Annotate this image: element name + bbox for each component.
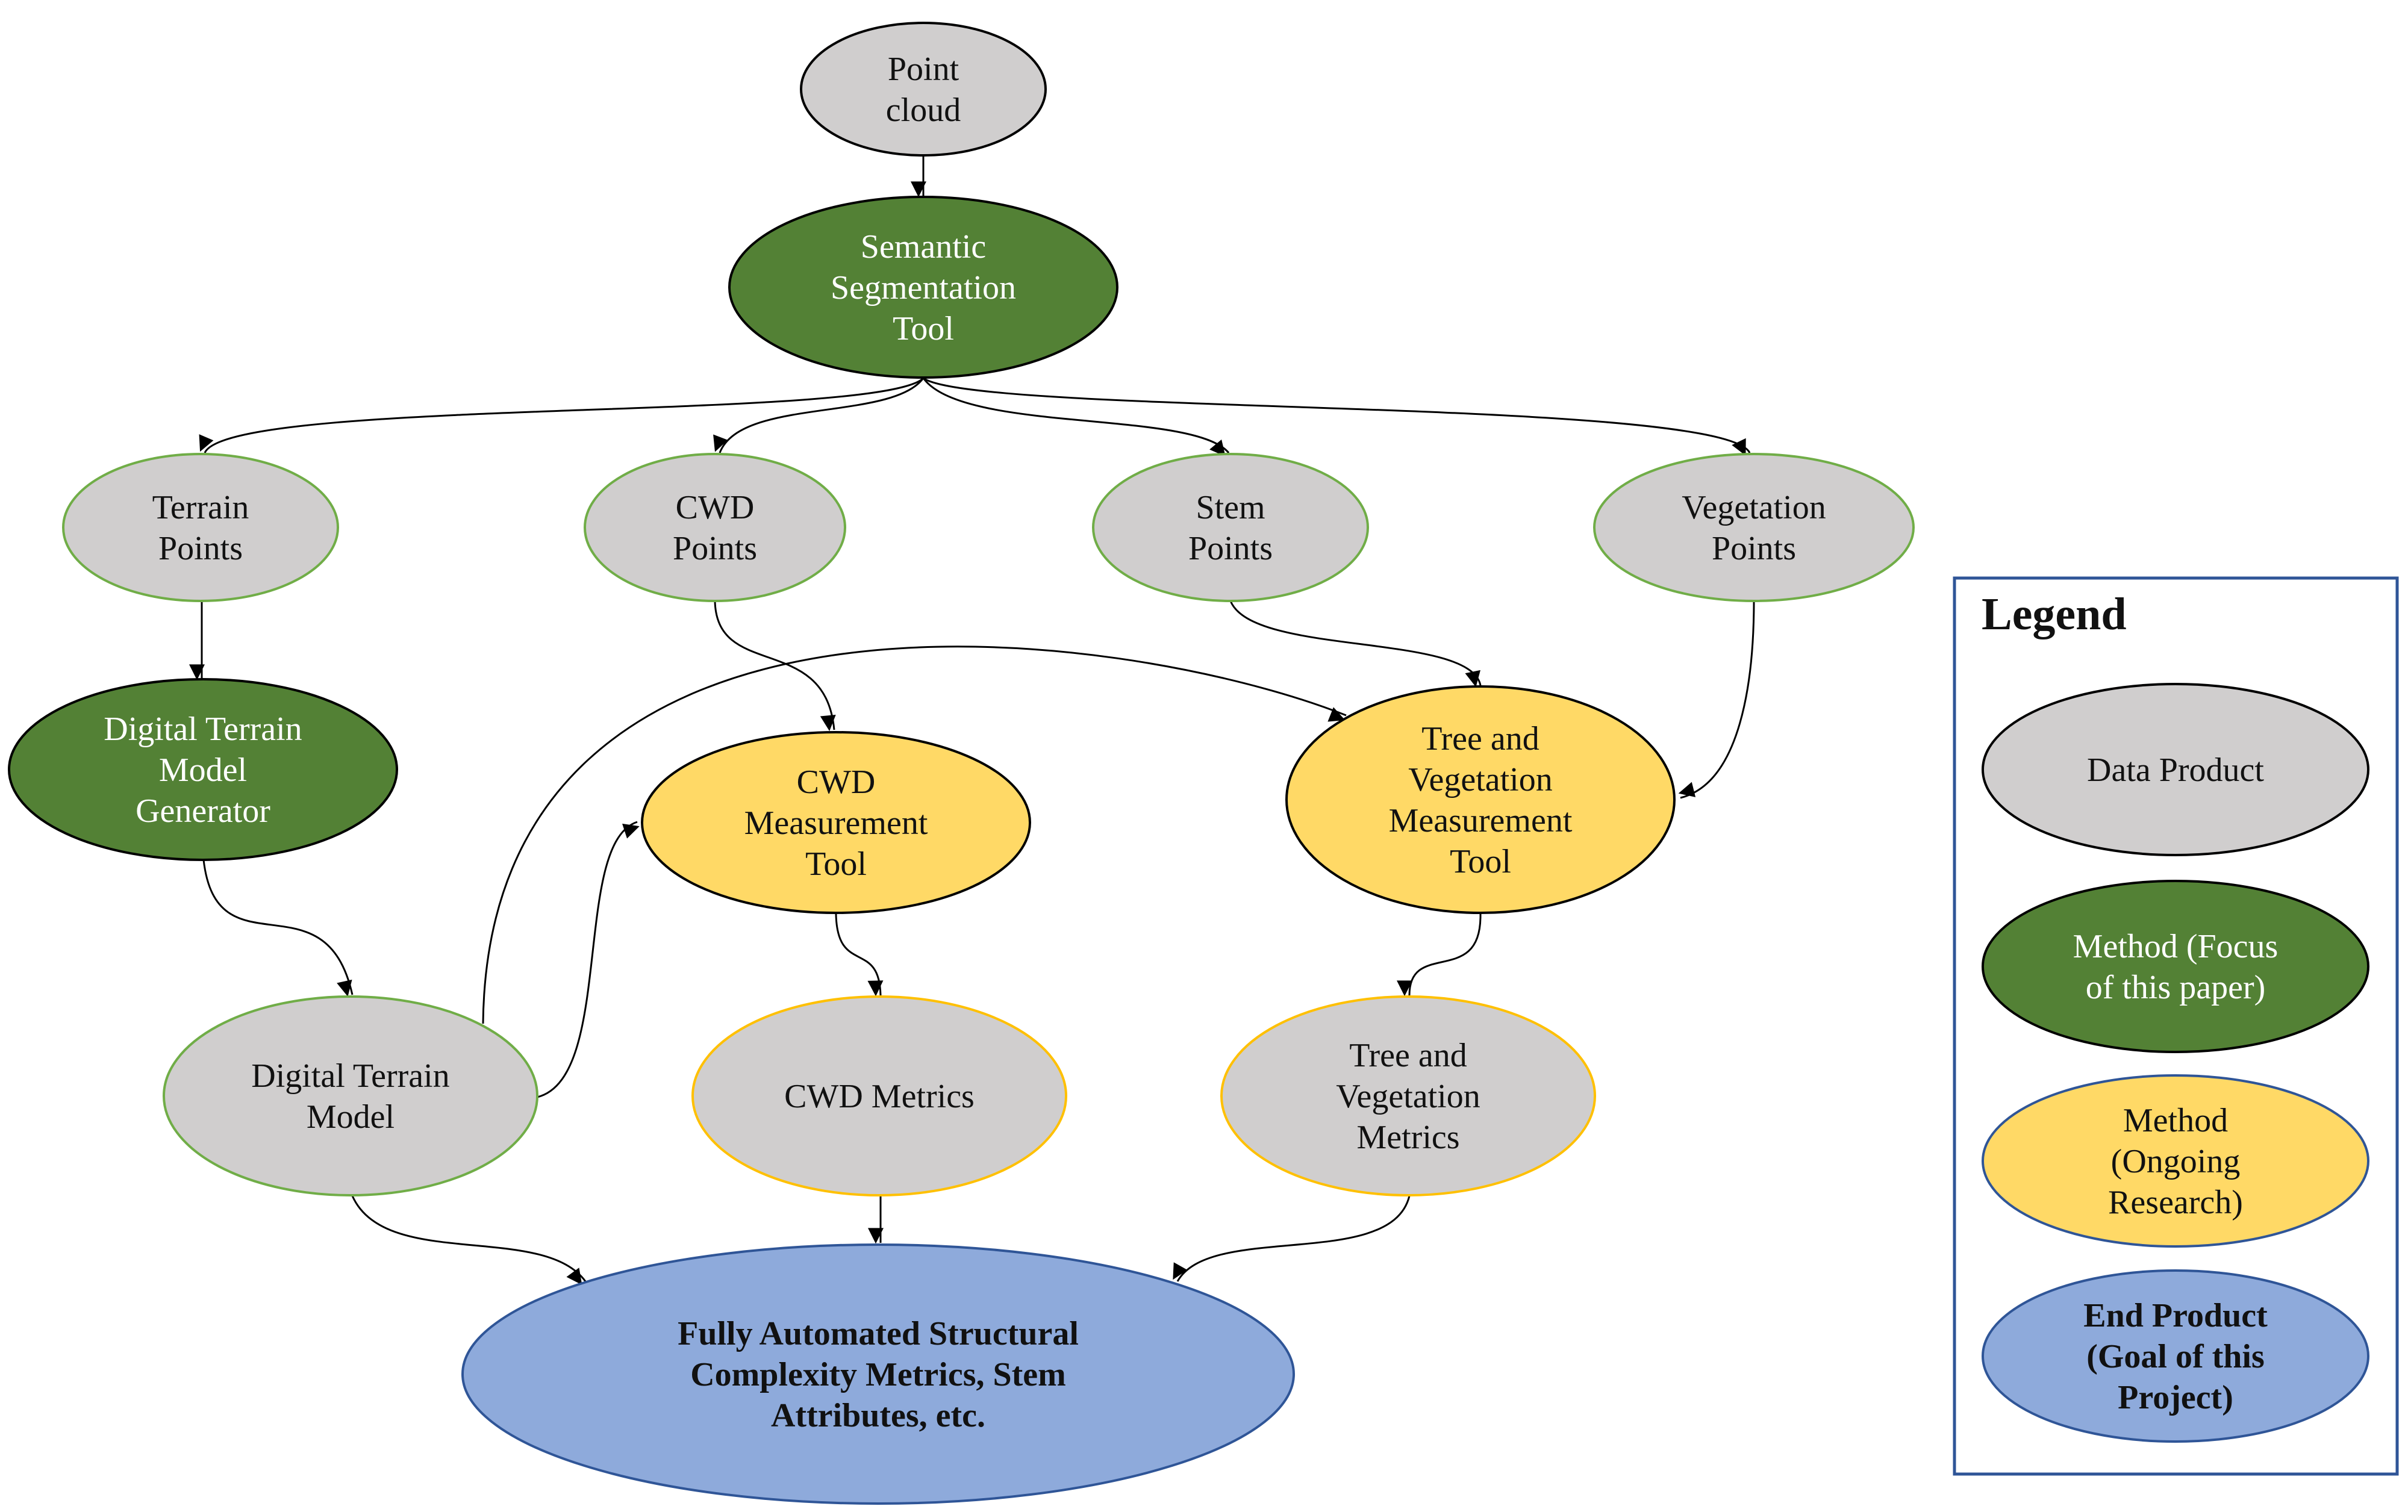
edges bbox=[189, 155, 1755, 1285]
label-line: Method bbox=[2123, 1102, 2228, 1139]
label-line: Tool bbox=[805, 845, 867, 883]
edge-dtm-to-end-product bbox=[351, 1195, 587, 1285]
legend-title: Legend bbox=[1982, 589, 2127, 639]
label-line: Points bbox=[1712, 530, 1796, 567]
edge-segmentation-to-vegetation-points bbox=[923, 377, 1751, 456]
label-line: Semantic bbox=[861, 228, 986, 266]
label-line: Model bbox=[159, 751, 247, 789]
label-line: Vegetation bbox=[1408, 761, 1552, 798]
label-line: Point bbox=[888, 51, 959, 88]
legend-item-data-product: Data Product bbox=[1982, 683, 2369, 856]
label-line: Method (Focus bbox=[2073, 928, 2279, 965]
label-line: Points bbox=[1188, 530, 1273, 567]
node-cwd-points: CWD Points bbox=[584, 453, 846, 602]
label-line: Tree and bbox=[1349, 1037, 1467, 1074]
legend-item-label: Method (Focus of this paper) bbox=[2073, 928, 2279, 1006]
legend: Legend Data Product Method (Focus of this… bbox=[1953, 576, 2399, 1476]
node-cwd-metrics: CWD Metrics bbox=[691, 995, 1067, 1196]
label-line: Model bbox=[307, 1098, 395, 1136]
label-line: Tool bbox=[893, 310, 954, 347]
edge-segmentation-to-terrain-points bbox=[199, 377, 925, 453]
edge-tree-veg-metrics-to-end-product bbox=[1173, 1195, 1411, 1282]
node-label: CWD Points bbox=[673, 489, 757, 567]
label-line: Stem bbox=[1196, 489, 1265, 526]
legend-item-method-focus: Method (Focus of this paper) bbox=[1982, 880, 2369, 1053]
label-line: Points bbox=[673, 530, 757, 567]
edge-dtm-to-cwd-tool bbox=[537, 821, 640, 1098]
edge-dtm-to-tree-veg-tool bbox=[482, 646, 1347, 1024]
label-line: Terrain bbox=[152, 489, 249, 526]
label-line: Tree and bbox=[1421, 720, 1539, 758]
label-line: Tool bbox=[1450, 843, 1511, 880]
label-line: Attributes, etc. bbox=[771, 1397, 985, 1434]
label-line: (Ongoing bbox=[2111, 1143, 2241, 1180]
edge-vegetation-points-to-tree-veg-tool bbox=[1678, 600, 1755, 799]
label-line: Points bbox=[158, 530, 243, 567]
edge-cwd-tool-to-cwd-metrics bbox=[835, 913, 884, 997]
label-line: Measurement bbox=[744, 804, 928, 842]
label-line: Digital Terrain bbox=[104, 711, 302, 748]
label-line: cloud bbox=[886, 92, 961, 129]
label-line: CWD bbox=[797, 764, 876, 801]
label-line: Metrics bbox=[1356, 1119, 1459, 1156]
node-point-cloud: Point cloud bbox=[800, 22, 1047, 157]
edge-cwd-points-to-cwd-tool bbox=[714, 600, 836, 732]
label-line: CWD bbox=[676, 489, 755, 526]
edge-segmentation-to-cwd-points bbox=[713, 378, 925, 453]
label-line: Vegetation bbox=[1682, 489, 1826, 526]
node-label: Point cloud bbox=[886, 51, 961, 129]
label-line: Digital Terrain bbox=[251, 1057, 449, 1095]
label-line: Project) bbox=[2118, 1379, 2233, 1416]
label-line: Research) bbox=[2108, 1184, 2243, 1221]
label-line: Segmentation bbox=[831, 269, 1016, 306]
label-line: (Goal of this bbox=[2086, 1338, 2265, 1375]
label-line: of this paper) bbox=[2086, 969, 2266, 1006]
edge-tree-veg-tool-to-tree-veg-metrics bbox=[1397, 913, 1482, 997]
label-line: Complexity Metrics, Stem bbox=[690, 1356, 1066, 1393]
edge-stem-points-to-tree-veg-tool bbox=[1229, 600, 1482, 688]
label-line: End Product bbox=[2083, 1297, 2268, 1334]
edge-segmentation-to-stem-points bbox=[922, 378, 1230, 457]
label-line: Vegetation bbox=[1336, 1078, 1480, 1115]
label-line: CWD Metrics bbox=[784, 1078, 975, 1115]
label-line: Measurement bbox=[1389, 802, 1573, 839]
label-line: Data Product bbox=[2087, 751, 2264, 789]
node-label: CWD Metrics bbox=[784, 1078, 975, 1115]
label-line: Fully Automated Structural bbox=[678, 1315, 1079, 1352]
edge-dtm-generator-to-dtm bbox=[202, 859, 354, 997]
label-line: Generator bbox=[136, 792, 270, 830]
legend-item-label: Data Product bbox=[2087, 751, 2264, 789]
